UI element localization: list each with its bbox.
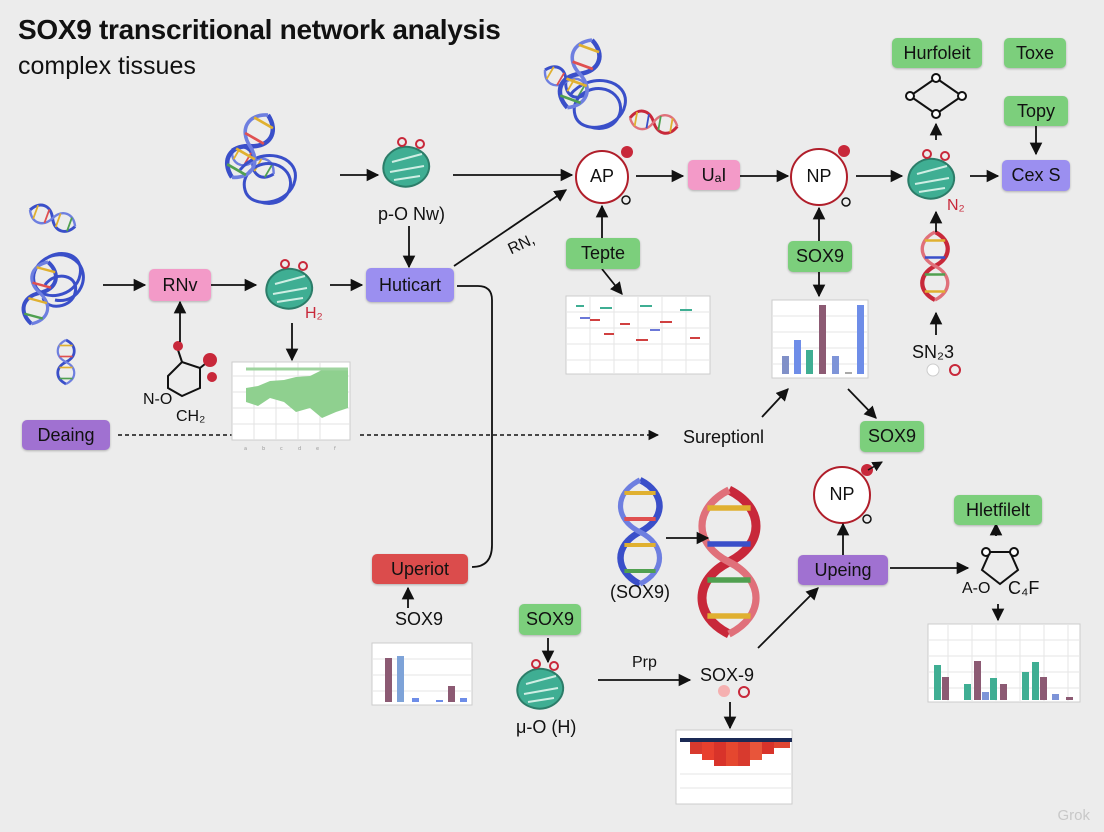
node-u-i: UₐI [688,160,740,190]
node-upeing: Upeing [798,555,888,585]
watermark: Grok [1057,807,1090,824]
dna-coil-upper-left [220,108,297,205]
label-sureptionl: Sureptionl [683,427,765,447]
diagram-title: SOX9 transcritional network analysis [18,14,501,45]
node-ap-circle [575,150,629,204]
node-np-top-circle [790,148,848,206]
node-huticart: Huticart [366,268,454,302]
label-n2: N₂ [947,197,965,214]
marker-ring [862,514,872,524]
dna-helix-icon [621,480,660,584]
dna-coil-left [20,200,85,386]
label-c4f: C₄F [1008,578,1040,598]
node-rnv: RNv [149,269,211,301]
svg-text:b: b [262,446,265,452]
label-sox-9: SOX-9 [700,665,755,685]
node-sox9-mid: SOX9 [788,241,852,272]
protein-icon [382,137,431,188]
node-sox9-right: SOX9 [860,421,924,452]
connector-arrows [103,122,1043,730]
node-toxe: Toxe [1004,38,1066,68]
label-sn3: SN₂3 [912,342,955,362]
node-cex-s: Cex S [1002,160,1070,191]
dna-helix-icon [922,232,948,300]
node-np-top: NP [806,166,832,186]
dna-helix-icon [702,490,756,634]
node-sox9-bottom: SOX9 [519,604,581,635]
svg-text:f: f [334,446,336,452]
node-ap: AP [589,166,614,186]
label-a-o: A-O [962,580,991,597]
connector-bracket [457,285,493,568]
label-n-o: N-O [143,391,173,408]
label-mu-o-h: μ-O (H) [516,717,577,737]
node-deaing: Deaing [22,420,110,450]
label-h2: H₂ [305,305,323,322]
mini-heatmap-chart [675,729,793,805]
mini-bar-chart [371,642,473,706]
label-ch2: CH₂ [176,408,206,425]
protein-icon [907,149,956,200]
label-sox9-small: SOX9 [395,609,444,629]
label-prp: Prp [632,654,657,671]
mini-bar-chart [927,623,1081,703]
node-hletfilelt: Hletfilelt [954,495,1042,525]
diagram-subtitle: complex tissues [18,52,196,80]
node-uperiot: Uperiot [372,554,468,584]
molecule-hurfoleit [905,73,967,119]
molecule-n-o [167,341,217,398]
dna-coil-top-center [538,35,681,137]
svg-text:c: c [280,446,283,452]
marker-dot [838,145,850,157]
molecule-hletfilelt [980,547,1020,586]
label-sox9-paren: (SOX9) [610,582,671,602]
marker-ring [841,197,851,207]
protein-icon [516,659,565,710]
marker-dot [621,146,633,158]
mini-line-chart [565,295,711,375]
mini-area-chart: a b c d e f [231,361,351,452]
node-np-lower: NP [829,484,855,504]
mini-bar-chart [771,299,869,379]
svg-text:e: e [316,446,319,452]
node-topy: Topy [1004,96,1068,126]
node-hurfoleit: Hurfoleit [892,38,982,68]
marker-dot [861,464,873,476]
protein-icon [265,259,314,310]
svg-text:d: d [298,446,301,452]
label-p-o-nw: p-O Nw) [378,204,445,224]
marker-ring [621,195,631,205]
node-tepte: Tepte [566,238,640,269]
svg-text:a: a [244,446,247,452]
